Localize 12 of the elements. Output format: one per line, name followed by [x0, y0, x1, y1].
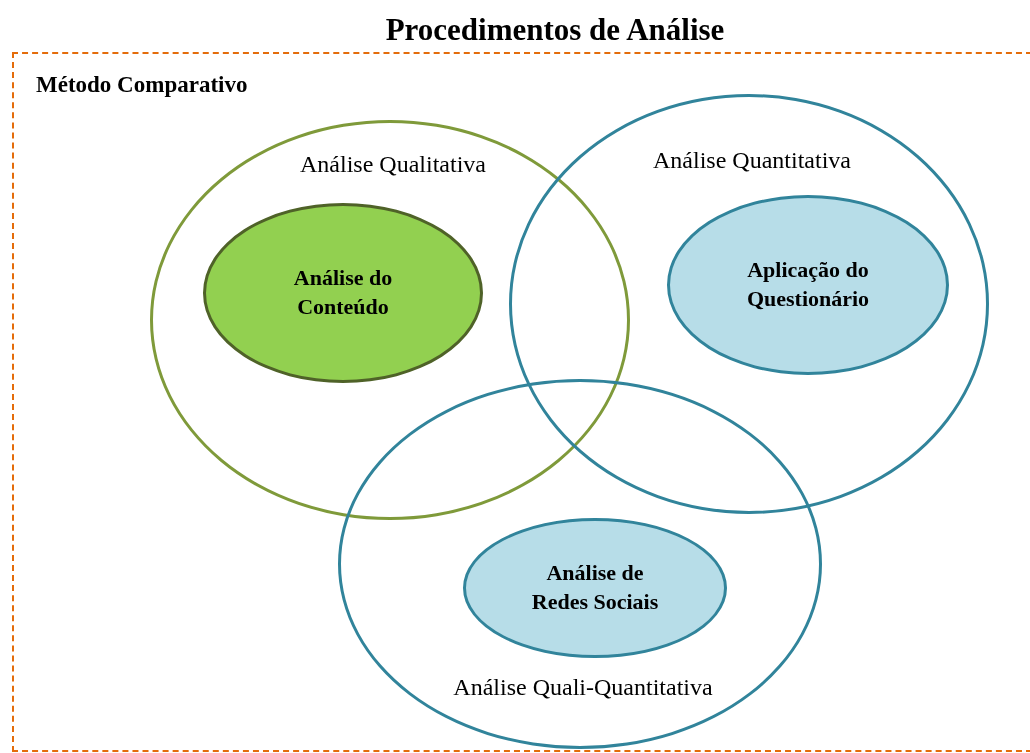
- venn-circle: [509, 94, 989, 514]
- frame-heading: Método Comparativo: [36, 72, 248, 98]
- circle-label: Análise Quali-Quantitativa: [452, 674, 714, 701]
- method-label: Análise do Conteúdo: [292, 264, 394, 321]
- venn-circle: [338, 379, 822, 749]
- method-label: Aplicação do Questionário: [745, 256, 871, 313]
- circle-label: Análise Quantitativa: [652, 147, 852, 174]
- circle-label: Análise Qualitativa: [299, 151, 487, 178]
- method-label: Análise de Redes Sociais: [530, 559, 660, 616]
- dashed-frame: [12, 52, 1030, 752]
- diagram-title: Procedimentos de Análise: [384, 12, 726, 48]
- venn-circle: [150, 120, 630, 520]
